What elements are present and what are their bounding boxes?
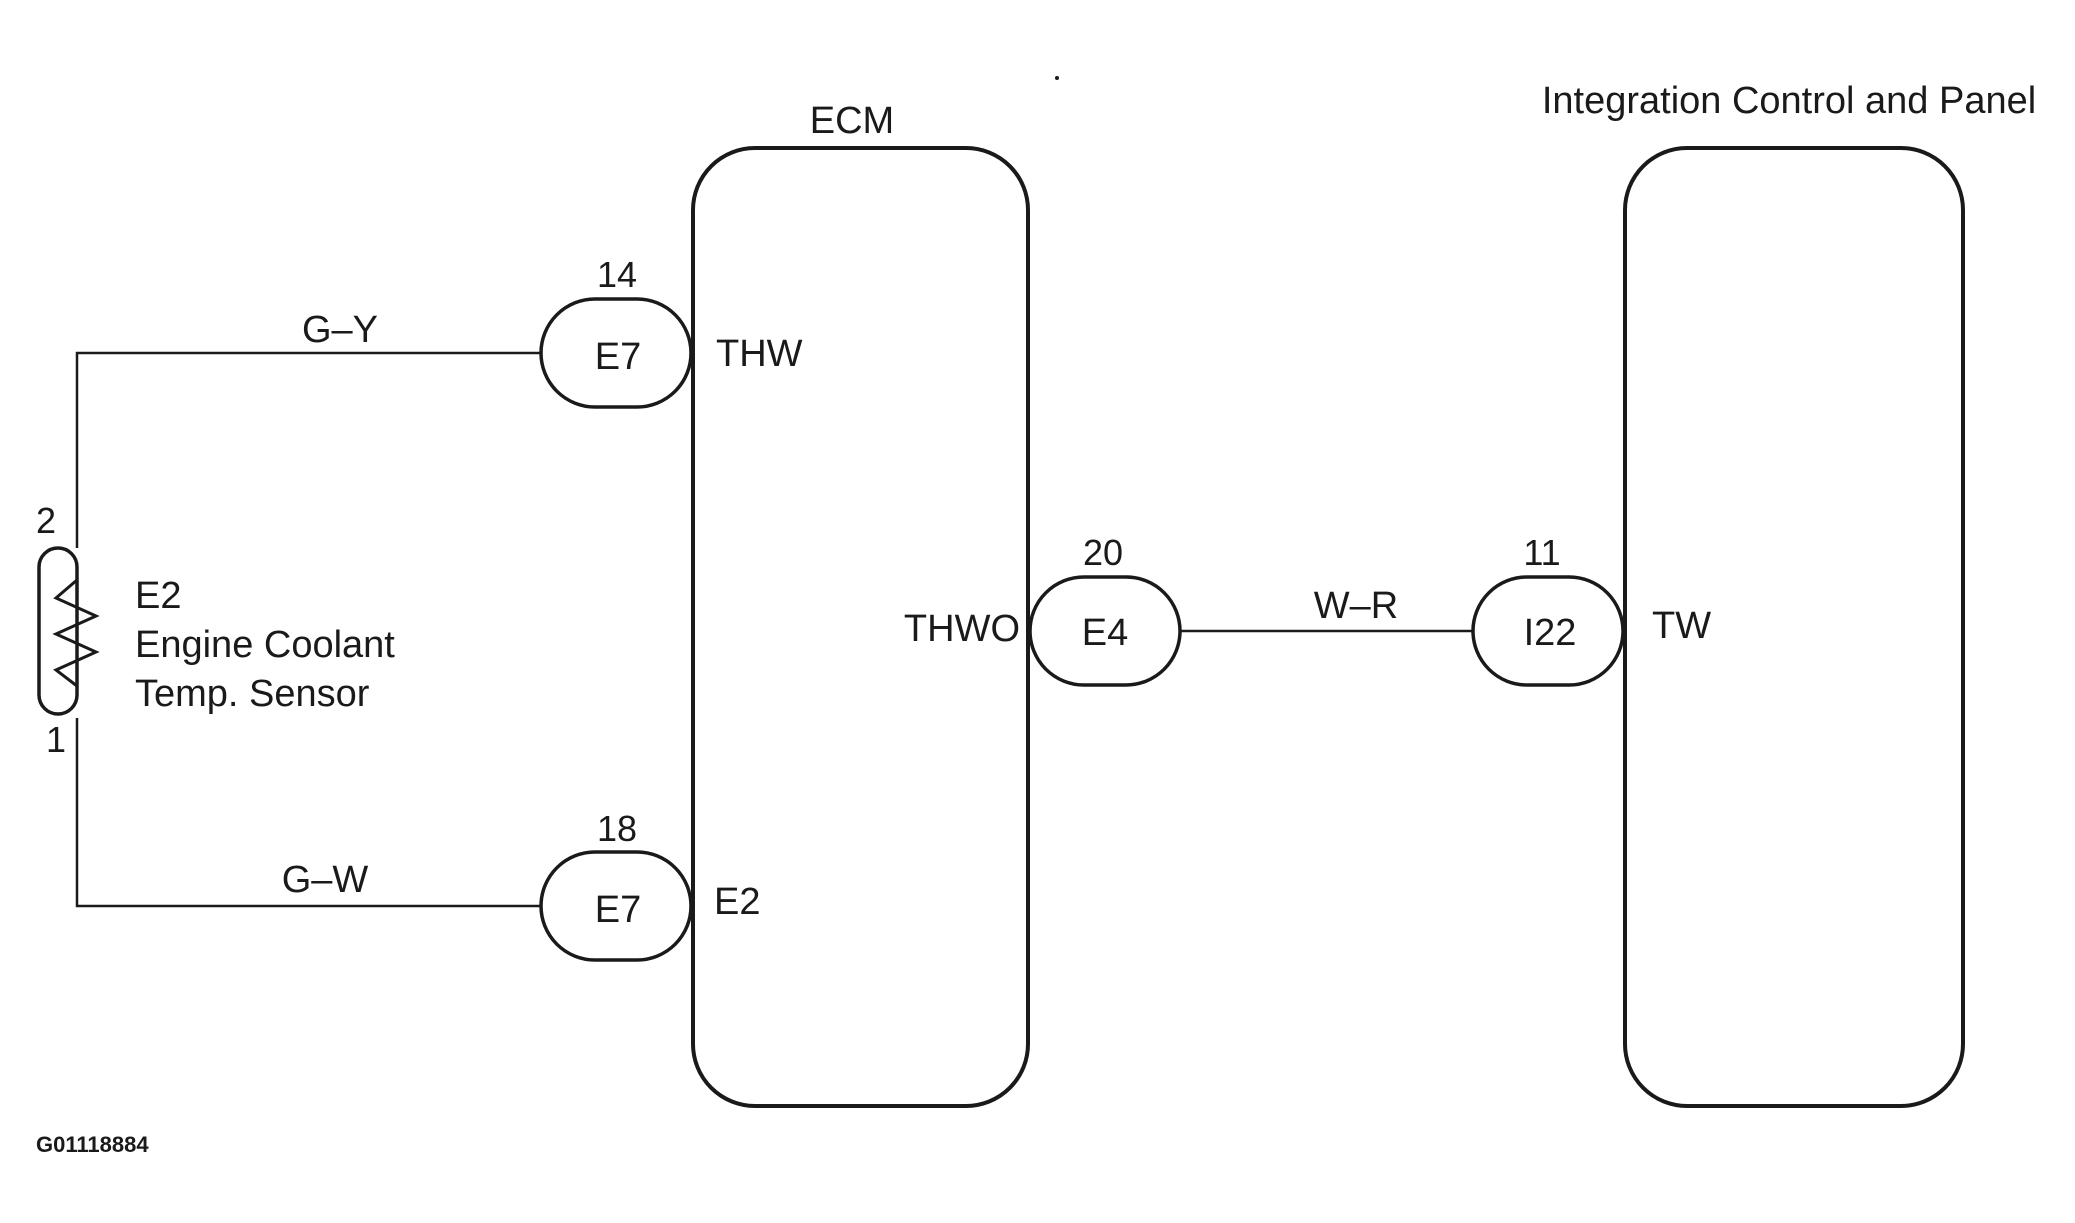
wire-g-y-label: G–Y <box>302 309 378 351</box>
terminal-e2: E2 <box>714 881 760 923</box>
figure-id: G01118884 <box>36 1132 149 1157</box>
connector-i22-tw <box>1471 575 1625 687</box>
sensor-body <box>37 546 79 716</box>
integration-panel-box <box>1623 146 1965 1108</box>
connector-e4-thwo-pin: 20 <box>1083 532 1123 573</box>
connector-e4-thwo <box>1028 575 1182 687</box>
ecm-box <box>691 146 1030 1108</box>
wire-g-w-label: G–W <box>282 859 369 901</box>
connector-e7-thw-pin: 14 <box>597 254 637 295</box>
sensor-pin-top: 2 <box>36 500 56 541</box>
coolant-temp-sensor <box>37 546 100 716</box>
connector-e4-thwo-code: E4 <box>1082 612 1128 654</box>
terminal-thwo: THWO <box>904 608 1020 650</box>
thermistor-symbol <box>52 578 100 688</box>
sensor-code: E2 <box>135 575 181 617</box>
connector-e7-thw-code: E7 <box>595 336 641 378</box>
ecm-title: ECM <box>810 100 894 142</box>
connector-e7-e2-code: E7 <box>595 889 641 931</box>
integration-panel-title: Integration Control and Panel <box>1542 80 2036 122</box>
sensor-name-line2: Temp. Sensor <box>135 673 370 715</box>
wire-g-y <box>75 351 541 548</box>
connector-e7-e2 <box>539 850 693 962</box>
stray-dot <box>1055 76 1059 80</box>
connector-e7-thw <box>539 297 693 409</box>
terminal-thw: THW <box>716 333 803 375</box>
wire-g-w <box>75 718 541 908</box>
connector-i22-tw-pin: 11 <box>1523 532 1560 573</box>
sensor-pin-bottom: 1 <box>46 719 66 760</box>
terminal-tw: TW <box>1652 605 1711 647</box>
connector-e7-e2-pin: 18 <box>597 808 637 849</box>
wire-w-r-label: W–R <box>1314 585 1398 627</box>
sensor-name-line1: Engine Coolant <box>135 624 395 666</box>
connector-i22-tw-code: I22 <box>1524 612 1577 654</box>
